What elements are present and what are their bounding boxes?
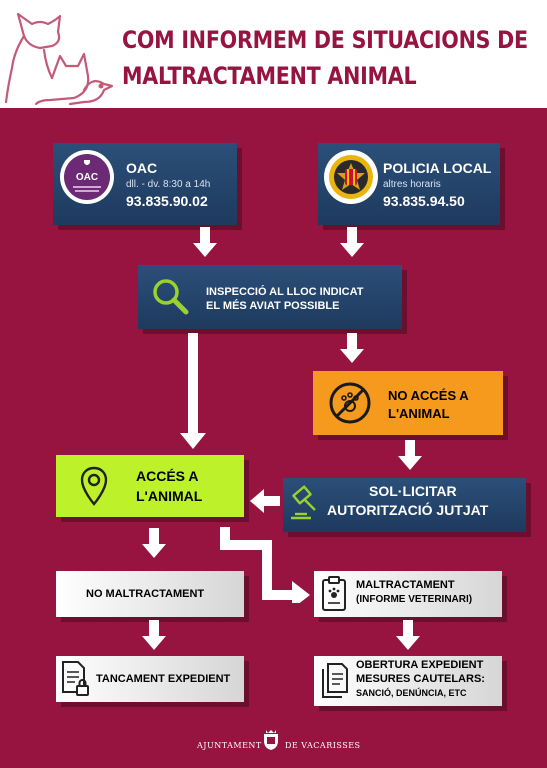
oac-crest-icon (84, 160, 90, 165)
obertura-box (314, 656, 502, 706)
crest-icon (264, 730, 278, 750)
acces-box (56, 455, 244, 517)
no-acces-line-2: L'ANIMAL (388, 406, 450, 421)
inspeccio-line-1: INSPECCIÓ AL LLOC INDICAT (206, 286, 364, 298)
document-lock-icon (62, 661, 89, 696)
obertura-line-1: OBERTURA EXPEDIENT (356, 659, 484, 671)
inspeccio-box (138, 265, 402, 329)
title-line-2: MALTRACTAMENT ANIMAL (122, 62, 417, 90)
solicitar-line-2: AUTORITZACIÓ JUTJAT (327, 502, 489, 518)
solicitar-box (283, 478, 526, 532)
header: COM INFORMEM DE SITUACIONS DE MALTRACTAM… (0, 0, 547, 108)
no-acces-box (313, 371, 503, 435)
arrow-left-acces (250, 489, 280, 513)
arrow-down-oac (193, 227, 217, 257)
police-badge-icon (324, 150, 378, 204)
solicitar-line-1: SOL·LICITAR (369, 483, 457, 499)
clipboard-paw-icon (322, 576, 346, 611)
footer-left: AJUNTAMENT (197, 741, 262, 750)
arrow-bent-maltractament (220, 527, 310, 603)
arrow-down-no-maltractament (142, 528, 166, 558)
arrow-down-acces (180, 333, 206, 449)
arrow-down-no-acces (340, 333, 364, 363)
oac-phone[interactable]: 93.835.90.02 (126, 193, 208, 209)
oac-logo: OAC (60, 150, 114, 204)
gavel-icon (291, 485, 316, 520)
arrow-down-policia (340, 227, 364, 257)
footer-right: DE VACARISSES (285, 741, 361, 750)
no-pets-icon (329, 382, 371, 424)
oac-logo-text: OAC (75, 172, 99, 183)
page-title: COM INFORMEM DE SITUACIONS DE MALTRACTAM… (122, 22, 528, 94)
arrow-down-obertura (396, 620, 420, 650)
policia-hours: altres horaris (383, 179, 441, 190)
acces-line-1: ACCÉS A (136, 468, 199, 484)
oac-name: OAC (126, 160, 158, 176)
obertura-line-3: SANCIÓ, DENÚNCIA, ETC (356, 688, 467, 698)
maltractament-line-1: MALTRACTAMENT (356, 579, 455, 591)
no-maltractament-label: NO MALTRACTAMENT (86, 588, 205, 600)
maltractament-line-2: (INFORME VETERINARI) (356, 594, 473, 605)
no-acces-line-1: NO ACCÉS A (388, 388, 469, 403)
arrow-down-tancament (142, 620, 166, 650)
title-line-1: COM INFORMEM DE SITUACIONS DE (122, 26, 528, 54)
obertura-line-2: MESURES CAUTELARS: (356, 673, 485, 685)
search-icon (153, 279, 189, 315)
no-maltractament-box (56, 571, 244, 617)
acces-line-2: L'ANIMAL (136, 488, 203, 504)
documents-icon (322, 663, 348, 698)
location-pin-icon (80, 466, 108, 506)
pets-outline-icon (4, 12, 114, 106)
inspeccio-line-2: EL MÉS AVIAT POSSIBLE (206, 300, 340, 312)
arrow-down-solicitar (398, 440, 422, 470)
policia-name: POLICIA LOCAL (383, 160, 492, 176)
oac-hours: dll. - dv. 8:30 a 14h (126, 179, 211, 190)
tancament-label: TANCAMENT EXPEDIENT (96, 673, 231, 685)
policia-phone[interactable]: 93.835.94.50 (383, 193, 465, 209)
